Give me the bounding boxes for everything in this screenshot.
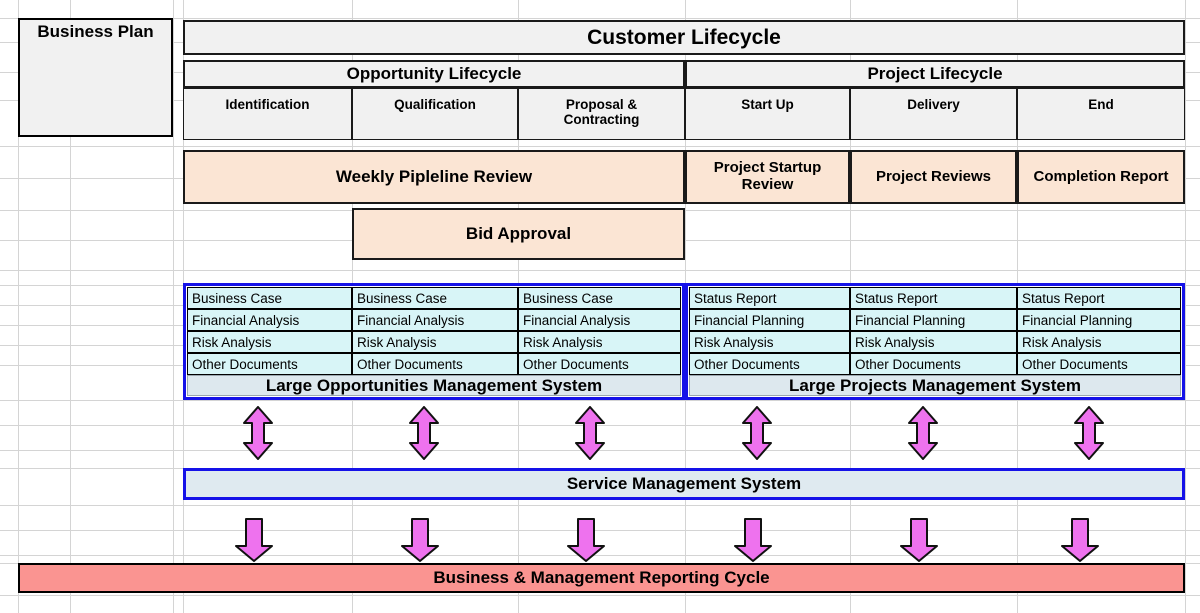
document-cell[interactable]: Other Documents [850, 353, 1017, 375]
document-cell[interactable]: Other Documents [352, 353, 518, 375]
large-projects-management-system-bar[interactable]: Large Projects Management System [689, 375, 1181, 396]
project-startup-review-box[interactable]: Project Startup Review [685, 150, 850, 204]
bid-approval-label: Bid Approval [465, 224, 572, 244]
stage-label: End [1088, 97, 1114, 112]
document-cell[interactable]: Risk Analysis [352, 331, 518, 353]
document-cell[interactable]: Financial Planning [850, 309, 1017, 331]
document-cell[interactable]: Business Case [518, 287, 681, 309]
grid-column-line [173, 0, 174, 613]
grid-row-line [0, 270, 1200, 271]
business-management-reporting-cycle-band[interactable]: Business & Management Reporting Cycle [18, 563, 1185, 593]
review-label: Project Reviews [875, 167, 992, 185]
system-bar-label: Large Projects Management System [789, 375, 1081, 395]
document-cell[interactable]: Financial Planning [1017, 309, 1181, 331]
document-cell[interactable]: Financial Planning [689, 309, 850, 331]
business-plan-label: Business Plan [37, 22, 154, 41]
stage-delivery[interactable]: Delivery [850, 88, 1017, 140]
service-management-label: Service Management System [566, 474, 802, 493]
bid-approval-box[interactable]: Bid Approval [352, 208, 685, 260]
stage-label: Identification [225, 97, 310, 112]
review-label: Weekly Pipleline Review [335, 167, 533, 187]
system-bar-label: Large Opportunities Management System [265, 375, 603, 395]
project-lifecycle-label: Project Lifecycle [867, 64, 1003, 84]
stage-label: Qualification [394, 97, 476, 112]
down-arrow-icon [1060, 518, 1100, 567]
document-cell[interactable]: Financial Analysis [187, 309, 352, 331]
document-cell[interactable]: Risk Analysis [1017, 331, 1181, 353]
opportunity-lifecycle-header: Opportunity Lifecycle [183, 60, 685, 88]
completion-report-box[interactable]: Completion Report [1017, 150, 1185, 204]
grid-column-line [70, 0, 71, 613]
grid-row-line [0, 146, 1200, 147]
document-cell[interactable]: Financial Analysis [352, 309, 518, 331]
grid-column-line [18, 0, 19, 613]
down-arrow-icon [234, 518, 274, 567]
opportunity-lifecycle-label: Opportunity Lifecycle [346, 64, 522, 84]
down-arrow-icon [733, 518, 773, 567]
bidirectional-arrow-icon [573, 406, 607, 465]
down-arrow-icon [400, 518, 440, 567]
bidirectional-arrow-icon [906, 406, 940, 465]
reporting-cycle-label: Business & Management Reporting Cycle [433, 568, 770, 587]
stage-label: Proposal & Contracting [563, 97, 640, 128]
large-opportunities-management-system-bar[interactable]: Large Opportunities Management System [187, 375, 681, 396]
project-reviews-box[interactable]: Project Reviews [850, 150, 1017, 204]
document-cell[interactable]: Status Report [1017, 287, 1181, 309]
grid-row-line [0, 425, 1200, 426]
stage-qualification[interactable]: Qualification [352, 88, 518, 140]
document-cell[interactable]: Business Case [352, 287, 518, 309]
business-plan-box[interactable]: Business Plan [18, 18, 173, 137]
grid-row-line [0, 595, 1200, 596]
stage-start-up[interactable]: Start Up [685, 88, 850, 140]
customer-lifecycle-label: Customer Lifecycle [587, 25, 781, 49]
stage-end[interactable]: End [1017, 88, 1185, 140]
document-cell[interactable]: Risk Analysis [187, 331, 352, 353]
service-management-system-band[interactable]: Service Management System [183, 468, 1185, 500]
stage-label: Delivery [907, 97, 960, 112]
bidirectional-arrow-icon [241, 406, 275, 465]
review-label: Project Startup Review [713, 159, 822, 193]
grid-column-line [1185, 0, 1186, 613]
document-cell[interactable]: Other Documents [689, 353, 850, 375]
stage-label: Start Up [741, 97, 794, 112]
document-cell[interactable]: Risk Analysis [518, 331, 681, 353]
document-cell[interactable]: Other Documents [187, 353, 352, 375]
project-lifecycle-header: Project Lifecycle [685, 60, 1185, 88]
grid-row-line [0, 530, 1200, 531]
bidirectional-arrow-icon [740, 406, 774, 465]
grid-row-line [0, 18, 1200, 19]
bidirectional-arrow-icon [407, 406, 441, 465]
document-cell[interactable]: Status Report [689, 287, 850, 309]
stage-identification[interactable]: Identification [183, 88, 352, 140]
bidirectional-arrow-icon [1072, 406, 1106, 465]
document-cell[interactable]: Other Documents [518, 353, 681, 375]
document-cell[interactable]: Other Documents [1017, 353, 1181, 375]
customer-lifecycle-title: Customer Lifecycle [183, 20, 1185, 55]
document-cell[interactable]: Status Report [850, 287, 1017, 309]
down-arrow-icon [566, 518, 606, 567]
stage-proposal-contracting[interactable]: Proposal & Contracting [518, 88, 685, 140]
document-cell[interactable]: Risk Analysis [850, 331, 1017, 353]
weekly-pipeline-review-box[interactable]: Weekly Pipleline Review [183, 150, 685, 204]
review-label: Completion Report [1033, 167, 1169, 185]
grid-row-line [0, 555, 1200, 556]
grid-row-line [0, 505, 1200, 506]
document-cell[interactable]: Financial Analysis [518, 309, 681, 331]
document-cell[interactable]: Business Case [187, 287, 352, 309]
grid-row-line [0, 450, 1200, 451]
down-arrow-icon [899, 518, 939, 567]
document-cell[interactable]: Risk Analysis [689, 331, 850, 353]
grid-row-line [0, 400, 1200, 401]
